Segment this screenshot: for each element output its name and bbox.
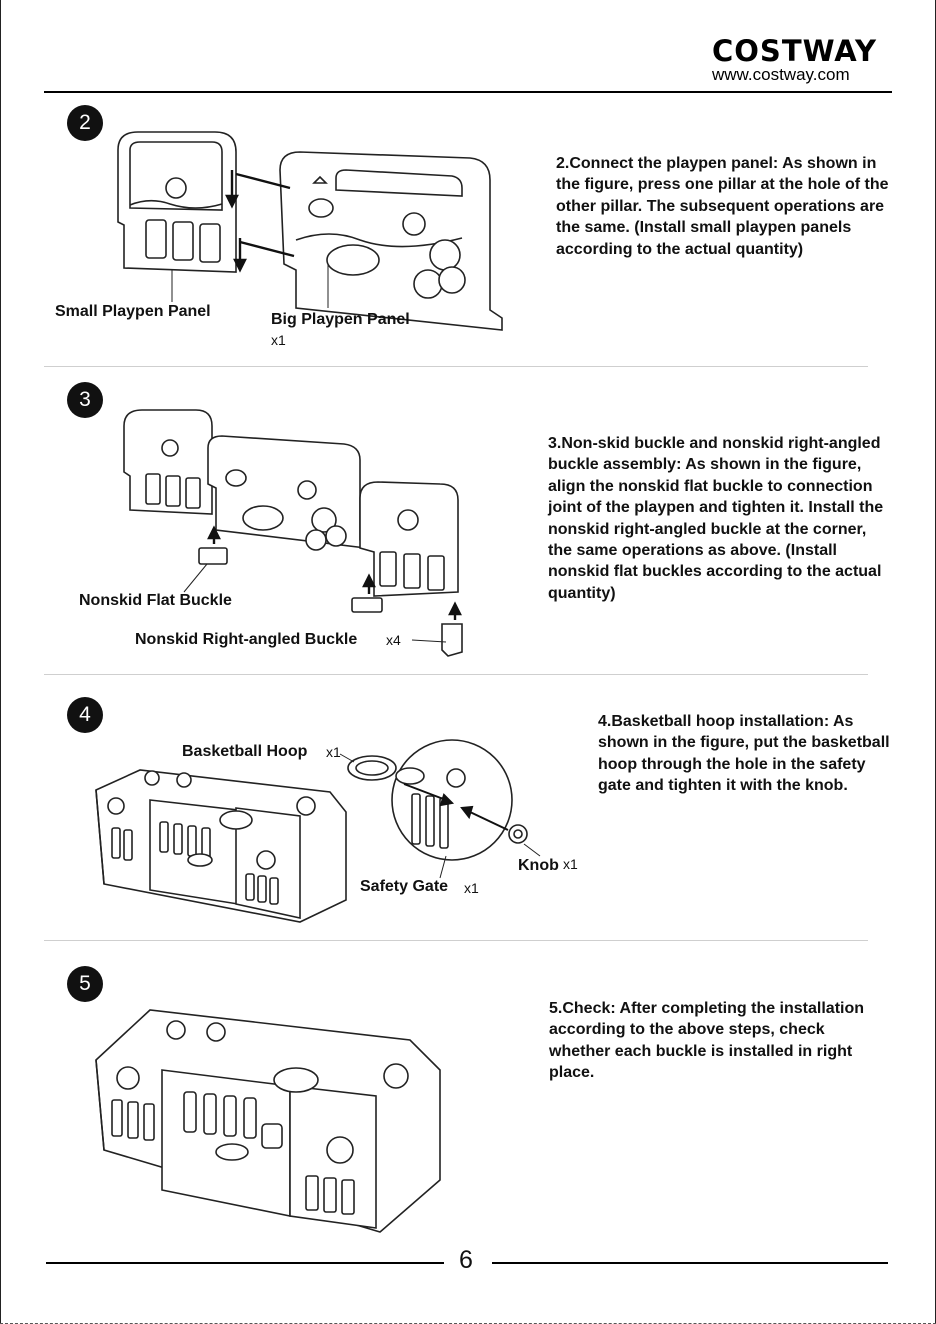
footer-rule-right [492, 1262, 888, 1264]
page-frame-left [0, 0, 1, 1324]
step-5-instructions: 5.Check: After completing the installati… [549, 1000, 865, 1082]
footer-rule-left [46, 1262, 444, 1264]
brand-logo: COSTWAY [712, 34, 877, 68]
small-playpen-panel-label: Small Playpen Panel [55, 303, 211, 320]
brand-url: www.costway.com [712, 65, 850, 84]
basketball-hoop-qty: x1 [326, 744, 341, 760]
step-5-number: 5 [67, 966, 103, 1002]
step-4-instructions: 4.Basketball hoop installation: As shown… [598, 713, 890, 795]
safety-gate-label: Safety Gate [360, 878, 449, 895]
basketball-hoop-label: Basketball Hoop [182, 743, 308, 760]
section-separator-3 [44, 940, 868, 941]
step-3-instructions: 3.Non-skid buckle and nonskid right-angl… [548, 435, 884, 602]
step-2-instructions: 2.Connect the playpen panel: As shown in… [556, 155, 889, 258]
big-playpen-panel-qty: x1 [271, 332, 286, 348]
nonskid-right-angled-buckle-label: Nonskid Right-angled Buckle [135, 631, 358, 648]
header-rule [44, 91, 892, 93]
step-3-number: 3 [67, 382, 103, 418]
safety-gate-qty: x1 [464, 880, 479, 896]
nonskid-right-angled-buckle-qty: x4 [386, 632, 401, 648]
section-separator-2 [44, 674, 868, 675]
section-separator-1 [44, 366, 868, 367]
brand-header: COSTWAY www.costway.com [712, 36, 894, 84]
step-4-number: 4 [67, 697, 103, 733]
page-number: 6 [459, 1246, 473, 1274]
big-playpen-panel-label: Big Playpen Panel [271, 311, 410, 328]
knob-label: Knob [518, 857, 559, 874]
step-2-number: 2 [67, 105, 103, 141]
nonskid-flat-buckle-label: Nonskid Flat Buckle [79, 592, 232, 609]
knob-qty: x1 [563, 856, 578, 872]
